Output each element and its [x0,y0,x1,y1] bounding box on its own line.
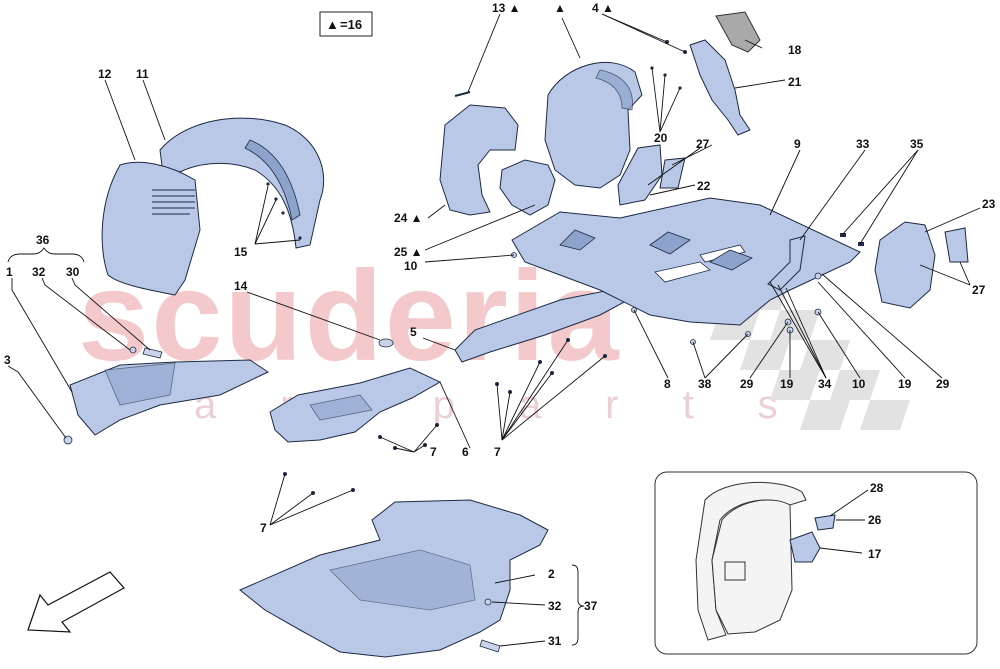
legend: ▲ =16 [319,11,373,37]
callout-27b: 27 [972,283,986,297]
legend-symbol: ▲ [326,17,339,32]
part-23-side-panel [874,221,936,309]
part-32-clip [129,346,137,354]
callout-19b: 19 [898,377,912,391]
callout-labels: 1 2 3 4 ▲ 5 6 7 7 7 8 9 10 10 11 12 13 ▲… [4,1,996,648]
callout-30: 30 [66,265,80,279]
inset-part-26 [814,514,836,531]
part-31-bracket [479,639,501,653]
part-12-vent [152,189,195,215]
callout-26: 26 [868,513,882,527]
part-11-rib [244,139,301,221]
callout-32b: 32 [548,599,562,613]
part-13-screw [454,91,471,97]
legend-text: =16 [340,17,362,32]
part-2-center-ridge [329,549,476,611]
callout-29b: 29 [936,377,950,391]
part-wheelarch-top-rib [595,69,633,111]
part-20-screws [650,66,682,90]
callout-6: 6 [462,445,469,459]
part-11-wheelarch-liner [159,117,325,249]
callout-19a: 19 [780,377,794,391]
callout-4: 4 ▲ [592,1,614,15]
part-15-screws [266,182,302,240]
callout-10a: 10 [404,259,418,273]
callout-5: 5 [410,325,417,339]
part-27-pad-left [659,157,686,189]
inset-opening [724,561,746,581]
callout-1: 1 [6,265,13,279]
callout-8: 8 [664,377,671,391]
callout-33: 33 [856,137,870,151]
callout-24: 24 ▲ [394,211,423,225]
callout-20: 20 [654,131,668,145]
callout-18: 18 [788,43,802,57]
legend-box [319,11,373,37]
callout-22: 22 [697,179,711,193]
part-14-grommet [378,338,394,348]
callout-23: 23 [982,197,996,211]
part-27-pad-right [944,227,969,263]
part-wheelarch-top [544,62,643,189]
leader-lines [7,13,981,647]
part-5-underbody-tray [454,289,630,363]
callout-25: 25 ▲ [394,245,423,259]
callout-35: 35 [910,137,924,151]
callout-12: 12 [98,67,112,81]
callout-7b: 7 [494,445,501,459]
part-30-bracket [142,347,163,359]
inset-liner-face [711,499,793,635]
callout-15: 15 [234,245,248,259]
direction-arrow [27,571,125,633]
callout-29a: 29 [740,377,754,391]
callout-10b: 10 [852,377,866,391]
callout-21: 21 [788,75,802,89]
callout-36: 36 [36,233,50,247]
part-4-clips [665,40,687,54]
callout-32a: 32 [32,265,46,279]
callout-9: 9 [794,137,801,151]
part-1-recess [104,362,176,406]
part-24-liner [439,104,519,216]
inset-detail [654,471,978,655]
callout-triangle: ▲ [554,1,566,15]
callout-2: 2 [548,567,555,581]
small-fasteners [511,252,822,345]
callout-7c: 7 [260,521,267,535]
part-9-main-underbody [511,197,861,326]
part-33-bracket [767,235,806,291]
callout-37: 37 [584,599,598,613]
part-9-openings [654,244,746,283]
callout-38: 38 [698,377,712,391]
inset-part-17 [789,531,821,563]
callout-3: 3 [4,353,11,367]
part-25-liner [499,159,556,216]
callout-7a: 7 [430,445,437,459]
callout-34: 34 [818,377,832,391]
callout-17: 17 [868,547,882,561]
part-35-clips [840,233,864,246]
part-12-liner-panel [101,161,201,296]
callout-27a: 27 [696,137,710,151]
callout-14: 14 [234,279,248,293]
parts [63,11,969,658]
callout-13: 13 ▲ [492,1,521,15]
callout-28: 28 [870,481,884,495]
callout-31: 31 [548,634,562,648]
part-21-liner-strip [689,39,751,136]
part-32-clip-lower [484,598,492,606]
part-6-plate [309,394,373,421]
part-18-mesh [715,11,761,53]
part-9-fins [559,229,753,271]
callout-11: 11 [136,67,149,81]
